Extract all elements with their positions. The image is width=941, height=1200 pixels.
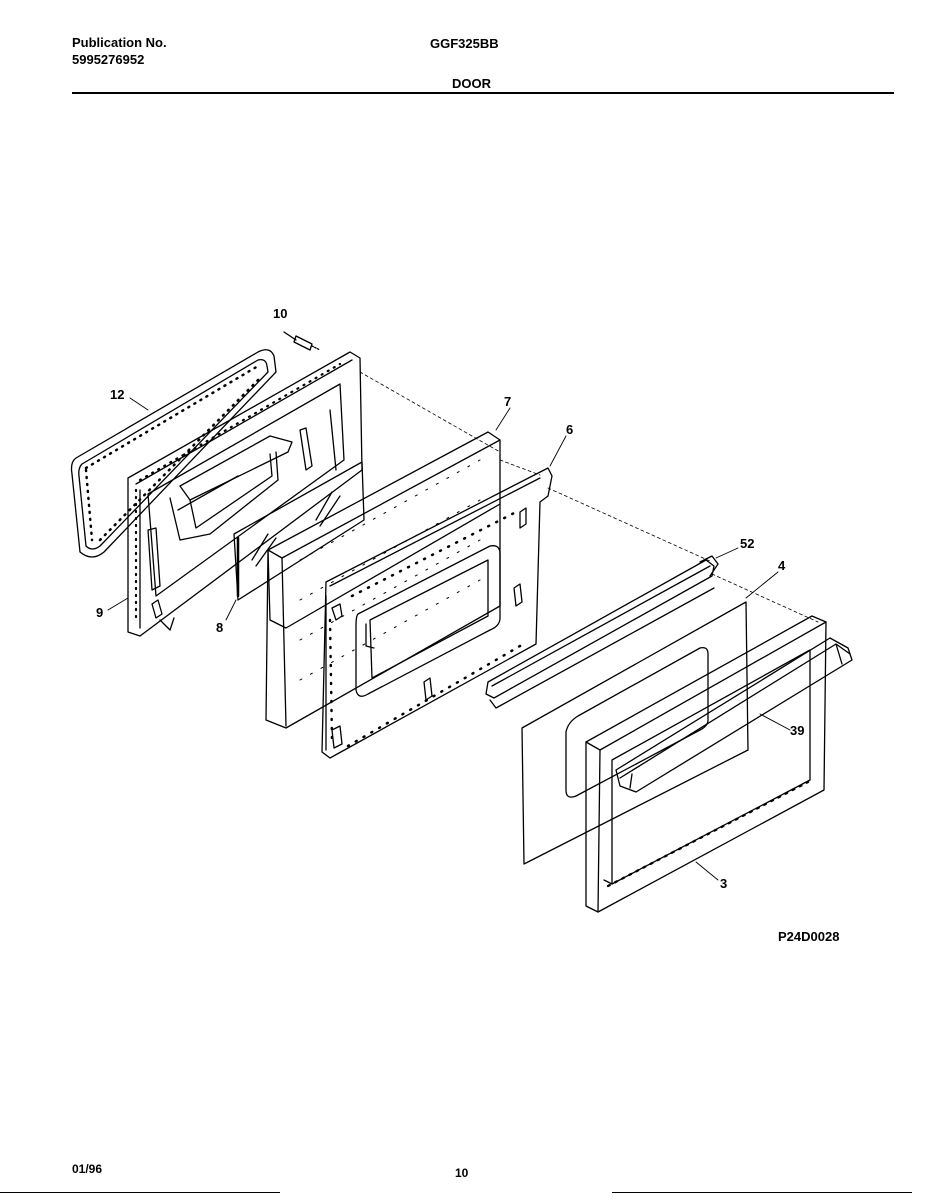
leader-lines: [107, 397, 791, 881]
footer-date: 01/96: [72, 1162, 103, 1176]
part-52-trim: [485, 555, 719, 709]
callout-6: 6: [566, 422, 573, 437]
callout-12: 12: [110, 387, 124, 402]
part-6-liner: [321, 467, 553, 759]
section-title: DOOR: [452, 76, 491, 91]
callout-8: 8: [216, 620, 223, 635]
part-39-handle: [615, 637, 853, 793]
part-10-screw: [283, 331, 321, 351]
callout-7: 7: [504, 394, 511, 409]
diagram-code: P24D0028: [778, 929, 839, 944]
part-12-gasket: [70, 349, 277, 558]
header-rule: [72, 92, 894, 94]
part-9-inner-panel: [127, 351, 363, 637]
publication-label: Publication No.: [72, 35, 167, 50]
alignment-lines: [359, 371, 819, 623]
footer-rule-left: [0, 1192, 280, 1193]
callout-10: 10: [273, 306, 287, 321]
publication-number: 5995276952: [72, 52, 145, 67]
page-number: 10: [455, 1166, 469, 1180]
footer-rule-right: [612, 1192, 912, 1193]
part-3-door-frame: [585, 615, 827, 913]
part-4-outer-glass: [521, 601, 749, 865]
callout-52: 52: [740, 536, 754, 551]
callout-4: 4: [778, 558, 786, 573]
part-8-glass: [233, 461, 365, 601]
callout-9: 9: [96, 605, 103, 620]
model-number: GGF325BB: [430, 36, 499, 51]
callout-39: 39: [790, 723, 804, 738]
callout-3: 3: [720, 876, 727, 891]
